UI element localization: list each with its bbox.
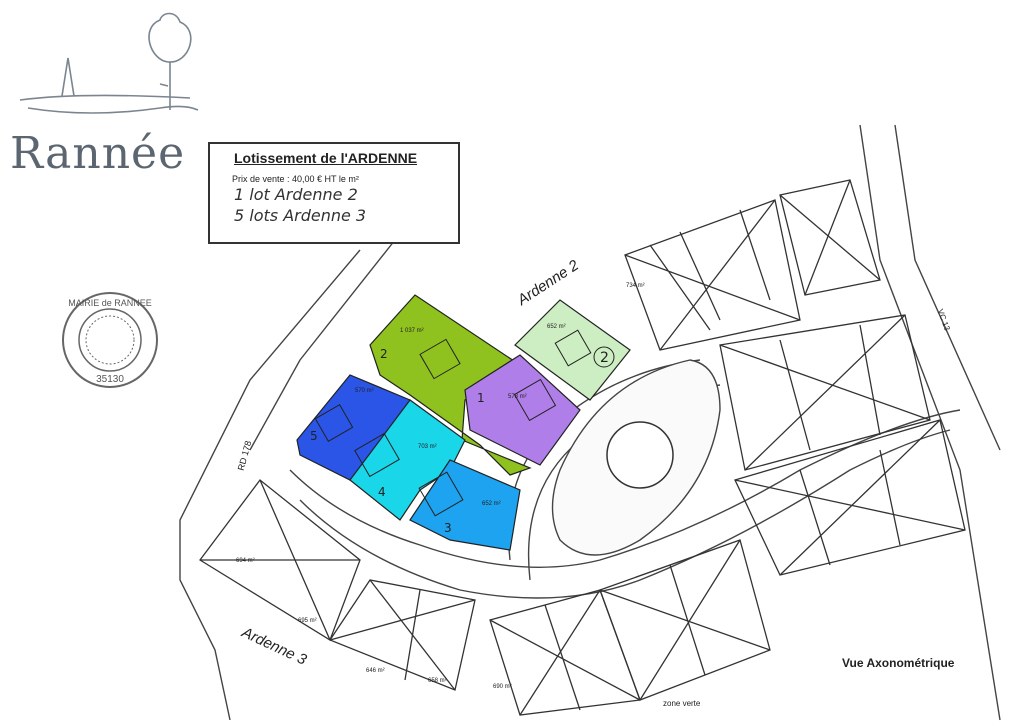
lot-number-3: 3: [444, 521, 452, 535]
lot-2-highlight[interactable]: [369, 294, 532, 476]
lots-ardenne3-lower: [199, 479, 771, 716]
lot-number-4: 4: [378, 485, 386, 499]
zone-label-ardenne2: Ardenne 2: [514, 256, 583, 309]
house-outlines: [314, 329, 592, 517]
lot-area-3: 652 m²: [482, 501, 501, 507]
lot-number-1: 1: [477, 391, 485, 405]
road-label-vc13: VC 13: [936, 308, 952, 332]
lot-area-1: 578 m²: [508, 394, 527, 400]
lot-area-other-5: 658 m²: [428, 678, 447, 684]
zone-label-ardenne3: Ardenne 3: [238, 624, 309, 669]
lot-2b-highlight[interactable]: [514, 299, 631, 401]
handwritten-note-1: 1 lot Ardenne 2: [234, 185, 358, 204]
lot-3-highlight[interactable]: [409, 459, 521, 551]
price-text: Prix de vente : 40,00 € HT le m²: [232, 174, 359, 184]
lot-number-2b: 2: [600, 350, 609, 366]
lot-area-other-1: 734 m²: [626, 283, 645, 289]
lot-area-other-2: 694 m²: [236, 558, 255, 564]
stamp-top-text: MAIRIE de RANNEE: [68, 298, 152, 308]
road-label-rd178: RD 178: [236, 440, 254, 472]
lot-area-other-3: 695 m²: [298, 618, 317, 624]
page-title: Lotissement de l'ARDENNE: [234, 150, 418, 166]
lot-area-2b: 652 m²: [547, 324, 566, 330]
lots-ardenne2-upper: [624, 179, 966, 576]
lot-area-5: 570 m²: [355, 388, 374, 394]
title-box: Lotissement de l'ARDENNE Prix de vente :…: [208, 142, 460, 244]
view-label: Vue Axonométrique: [842, 656, 955, 670]
rannee-logo-text: Rannée: [10, 128, 186, 179]
lot-area-4: 703 m²: [418, 444, 437, 450]
lot-area-other-6: 690 m²: [493, 684, 512, 690]
green-space: [551, 359, 721, 556]
zone-verte-label: zone verte: [663, 699, 701, 708]
stamp-bottom-text: 35130: [96, 374, 124, 385]
lot-1-highlight[interactable]: [464, 354, 581, 466]
lot-area-2: 1 037 m²: [400, 328, 424, 334]
lot-number-5: 5: [310, 429, 318, 443]
handwritten-note-2: 5 lots Ardenne 3: [234, 206, 367, 225]
rannee-logo: [19, 12, 199, 114]
mairie-stamp: [62, 292, 158, 388]
lot-number-2: 2: [380, 347, 388, 361]
lot-area-other-4: 646 m²: [366, 668, 385, 674]
